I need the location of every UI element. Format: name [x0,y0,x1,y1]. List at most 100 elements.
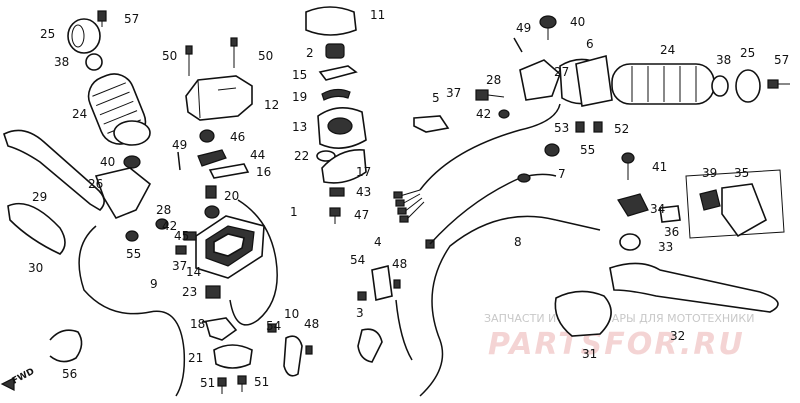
callout-22: 22 [294,149,309,163]
spring-20 [205,185,217,199]
nut-55-left [125,230,139,242]
throttle-cable-7-end [517,173,531,183]
callout-35: 35 [734,166,749,180]
clutch-lever-29 [3,129,105,212]
callout-3: 3 [356,306,364,320]
lever-arm-18 [201,317,238,341]
clamp-44 [197,149,227,167]
grip-24-right [611,63,715,105]
callout-31: 31 [582,347,597,361]
bolt-52 [593,121,603,133]
callout-9: 9 [150,277,158,291]
cable-1 [229,199,278,326]
bolt-48-left [305,345,313,355]
cap-40-right [539,15,557,40]
screw-37-right [475,89,505,101]
bracket-21 [213,344,253,369]
bolt-54-left [267,323,277,333]
callout-48-right: 48 [392,257,407,271]
callout-42-left: 42 [162,219,177,233]
callout-8: 8 [514,235,522,249]
part-45 [183,231,197,241]
watermark-logo: PARTSFOR.RU [488,327,745,362]
callout-37-left: 37 [172,259,187,273]
lever-bracket-26 [94,167,152,219]
callout-48-left: 48 [304,317,319,331]
callout-46: 46 [230,130,245,144]
bar-end-weight-left [67,18,101,54]
callout-28-right: 28 [486,73,501,87]
callout-45: 45 [174,229,189,243]
callout-7: 7 [558,167,566,181]
pin-49-right [513,37,523,53]
callout-14: 14 [186,265,201,279]
callout-29: 29 [32,190,47,204]
cable-9 [78,225,186,397]
callout-27: 27 [554,65,569,79]
bolt-48-right [393,279,401,289]
callout-11: 11 [370,8,385,22]
callout-55-left: 55 [126,247,141,261]
callout-labels: 57 25 38 24 50 50 12 11 2 15 19 13 22 17… [28,8,789,390]
callout-49-left: 49 [172,138,187,152]
callout-44: 44 [250,148,265,162]
callout-33: 33 [658,240,673,254]
callout-51-a: 51 [200,376,215,390]
callout-42-right: 42 [476,107,491,121]
callout-40-left: 40 [100,155,115,169]
switch-box-group [685,169,785,239]
master-cylinder-14 [195,215,265,279]
bolt-42-left [155,218,169,230]
callout-21: 21 [188,351,203,365]
cap-46 [199,129,215,143]
callout-6: 6 [586,37,594,51]
cap-40-left [123,155,141,169]
bolt-54-right [357,291,367,301]
switch-body-13 [317,107,367,149]
callout-38-left: 38 [54,55,69,69]
clip-4 [371,265,393,301]
callout-30: 30 [28,261,43,275]
nut-2 [325,43,345,59]
lower-housing-17 [321,149,367,184]
screw-50-b [230,37,238,68]
callout-50-a: 50 [162,49,177,63]
callout-32: 32 [670,329,685,343]
callout-55-right: 55 [580,143,595,157]
callout-54-left: 54 [266,319,281,333]
bolt-53 [575,121,585,133]
callout-54-right: 54 [350,253,365,267]
bolt-28-left [204,205,220,219]
switch-cover-12 [185,75,253,121]
callout-16: 16 [256,165,271,179]
fwd-arrow: FWD [0,367,36,391]
callout-25-right: 25 [740,46,755,60]
clip-19 [321,88,351,101]
screw-57-right [767,79,790,89]
bar-end-weight-right [735,69,761,103]
callout-37-right: 37 [446,86,461,100]
pin-49-left [177,151,181,171]
callout-47: 47 [354,208,369,222]
callout-56: 56 [62,367,77,381]
screw-41 [621,152,635,180]
bracket-15 [318,65,358,81]
wire-connectors [393,189,435,249]
callout-57-left: 57 [124,12,139,26]
callout-51-b: 51 [254,375,269,389]
brake-lever-32 [609,262,779,313]
screw-51-a [217,377,227,394]
callout-1: 1 [290,205,298,219]
collar-38-right [711,75,729,97]
watermark-caption: ЗАПЧАСТИ И АКСЕССУАРЫ ДЛЯ МОТОТЕХНИКИ [484,312,754,325]
callout-34: 34 [650,202,665,216]
callout-19: 19 [292,90,307,104]
callout-53: 53 [554,121,569,135]
clip-3 [357,328,383,363]
screw-47 [329,207,341,224]
nut-43 [329,187,345,197]
lever-16 [208,163,250,179]
throttle-tube-6 [575,54,613,107]
